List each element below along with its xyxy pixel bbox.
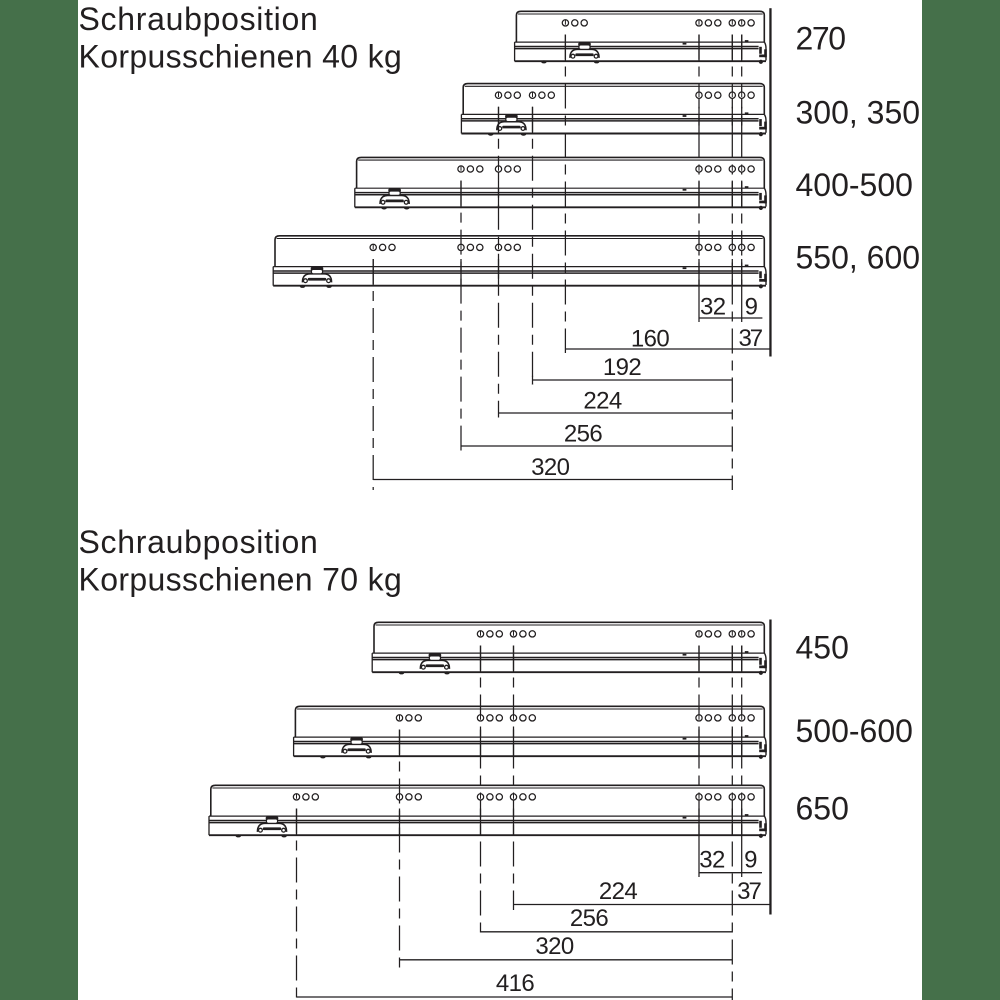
svg-text:Korpusschienen 70 kg: Korpusschienen 70 kg xyxy=(79,561,403,597)
svg-text:192: 192 xyxy=(603,354,641,381)
svg-text:224: 224 xyxy=(599,878,637,905)
svg-text:Schraubposition: Schraubposition xyxy=(79,1,319,37)
svg-text:160: 160 xyxy=(631,326,669,353)
svg-text:500-600: 500-600 xyxy=(796,713,913,749)
svg-text:37: 37 xyxy=(738,325,762,352)
svg-text:416: 416 xyxy=(496,970,534,997)
svg-text:256: 256 xyxy=(564,420,602,447)
svg-text:320: 320 xyxy=(535,933,573,960)
svg-text:9: 9 xyxy=(745,294,758,321)
svg-text:Schraubposition: Schraubposition xyxy=(79,524,319,560)
svg-text:256: 256 xyxy=(570,905,608,932)
svg-text:37: 37 xyxy=(737,878,761,905)
svg-text:32: 32 xyxy=(699,847,725,874)
svg-text:270: 270 xyxy=(796,20,846,56)
svg-text:550, 600: 550, 600 xyxy=(796,239,921,275)
svg-text:224: 224 xyxy=(583,387,621,414)
svg-text:300, 350: 300, 350 xyxy=(796,94,921,130)
svg-text:Korpusschienen 40 kg: Korpusschienen 40 kg xyxy=(79,39,403,75)
svg-text:32: 32 xyxy=(700,294,726,321)
svg-text:9: 9 xyxy=(744,847,757,874)
svg-text:650: 650 xyxy=(796,791,849,827)
svg-text:320: 320 xyxy=(531,454,569,481)
svg-text:450: 450 xyxy=(796,629,849,665)
svg-text:400-500: 400-500 xyxy=(796,167,913,203)
